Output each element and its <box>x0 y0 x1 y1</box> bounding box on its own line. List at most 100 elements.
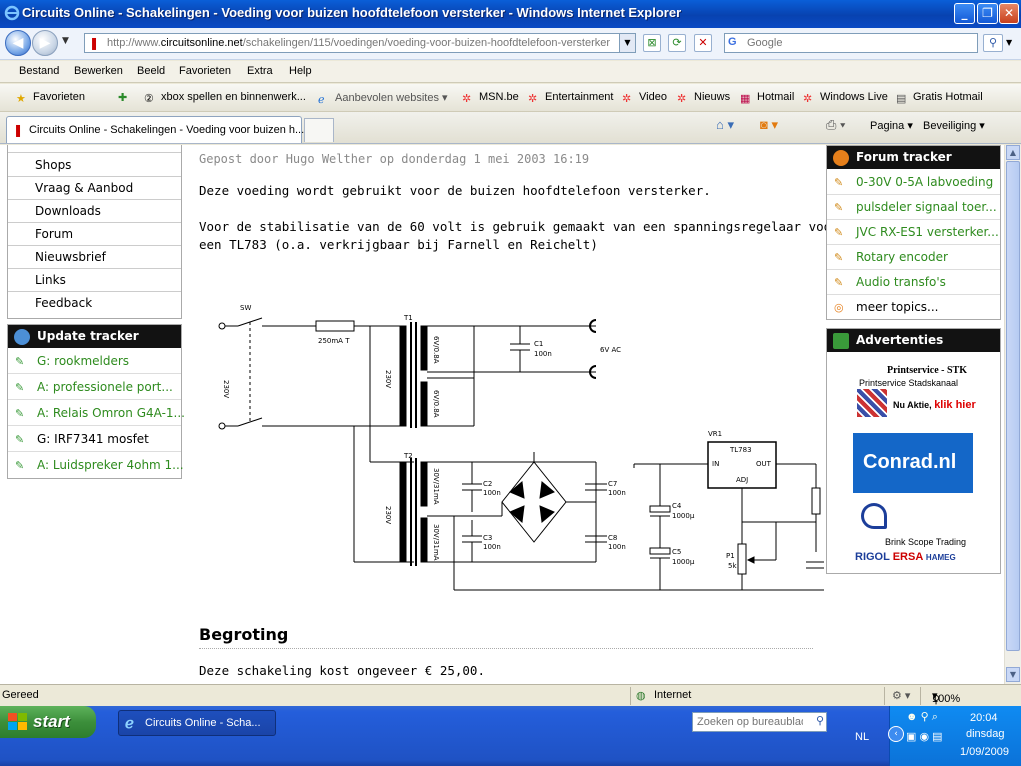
forum-item[interactable]: ✎Rotary encoder <box>827 245 1000 270</box>
menu-beeld[interactable]: Beeld <box>137 65 166 77</box>
nav-item-shops[interactable]: Shops <box>8 154 181 177</box>
favorites-button[interactable]: ★Favorieten <box>16 91 85 105</box>
close-button[interactable]: ✕ <box>999 3 1019 24</box>
label-c5-value: 1000µ <box>672 558 695 566</box>
ad-printservice-sub[interactable]: Printservice Stadskanaal <box>859 378 959 388</box>
scrollbar-thumb[interactable] <box>1006 161 1020 651</box>
rss-icon[interactable]: ◙ ▾ <box>760 117 778 132</box>
home-icon[interactable]: ⌂ ▾ <box>716 117 734 132</box>
zone-text: Internet <box>654 689 692 701</box>
search-options-icon[interactable]: ▼ <box>1006 38 1013 47</box>
forum-item[interactable]: ✎JVC RX-ES1 versterker... <box>827 220 1000 245</box>
update-item[interactable]: ✎A: Relais Omron G4A-1... <box>8 401 185 426</box>
fav-nieuws[interactable]: ✲Nieuws <box>677 91 731 105</box>
print-icon[interactable]: ⎙ ▾ <box>826 117 846 132</box>
menu-favorieten[interactable]: Favorieten <box>179 65 231 77</box>
security-menu[interactable]: Beveiliging ▾ <box>923 120 985 132</box>
label-c8-value: 100n <box>608 543 626 551</box>
tray-network-icon[interactable]: ▣ ◉ ▤ <box>906 731 943 743</box>
page-menu[interactable]: Pagina ▾ <box>870 120 913 132</box>
tray-expand-icon[interactable]: ‹ <box>888 726 904 742</box>
nav-item-forum[interactable]: Forum <box>8 223 181 246</box>
label-c1: C1 <box>534 340 543 348</box>
ad-conrad-banner[interactable]: Conrad.nl <box>853 433 973 493</box>
ad-printservice-title[interactable]: Printservice - STK <box>887 365 967 376</box>
label-sw: SW <box>240 304 251 312</box>
label-c8: C8 <box>608 534 617 542</box>
ad-brands[interactable]: RIGOL ERSA HAMEG <box>855 551 956 563</box>
status-text: Gereed <box>2 689 39 701</box>
add-favorite-icon[interactable]: ✚ <box>118 92 128 104</box>
forum-item[interactable]: ✎pulsdeler signaal toer... <box>827 195 1000 220</box>
ad-brink-logo-icon[interactable] <box>861 503 887 529</box>
ads-icon <box>833 333 849 349</box>
scroll-up-icon[interactable]: ▲ <box>1006 145 1020 160</box>
nav-item-feedback[interactable]: Feedback <box>8 292 181 315</box>
search-icon[interactable]: ⚲ <box>815 714 824 727</box>
forum-item[interactable]: ✎Audio transfo's <box>827 270 1000 295</box>
search-input[interactable] <box>745 35 973 51</box>
label-ac: 6V AC <box>600 346 621 354</box>
status-bar: Gereed ◍ Internet ⚙ ▾ ⚲ 100% ▾ <box>0 684 1021 706</box>
menu-bewerken[interactable]: Bewerken <box>74 65 123 77</box>
pencil-icon: ✎ <box>834 276 844 289</box>
vertical-scrollbar[interactable]: ▲ ▼ <box>1004 145 1021 684</box>
fav-hotmail[interactable]: ▦Hotmail <box>740 91 795 105</box>
pencil-icon: ✎ <box>834 176 844 189</box>
nav-item-links[interactable]: Links <box>8 269 181 292</box>
nav-item-nieuwsbrief[interactable]: Nieuwsbrief <box>8 246 181 269</box>
refresh-icon[interactable]: ⟳ <box>668 34 686 52</box>
scroll-down-icon[interactable]: ▼ <box>1006 667 1020 682</box>
fav-gratis-hotmail[interactable]: ▤Gratis Hotmail <box>896 91 983 105</box>
taskbar-item-ie[interactable]: ℯ Circuits Online - Scha... <box>118 710 276 736</box>
address-dropdown-icon[interactable]: ▼ <box>619 34 635 52</box>
ad-brink-text[interactable]: Brink Scope Trading <box>885 537 967 547</box>
update-item[interactable]: ✎G: IRF7341 mosfet <box>8 427 181 452</box>
update-item[interactable]: ✎A: professionele port... <box>8 375 181 400</box>
desktop-search-input[interactable] <box>695 714 805 730</box>
tag-icon: ✎ <box>15 433 25 446</box>
history-dropdown-icon[interactable]: ▼ <box>62 36 69 46</box>
ad-nu-aktie[interactable]: Nu Aktie, klik hier <box>893 399 976 411</box>
forum-item[interactable]: ✎0-30V 0-5A labvoeding <box>827 170 1000 195</box>
language-indicator[interactable]: NL <box>855 731 870 743</box>
new-tab-button[interactable] <box>304 118 334 142</box>
address-url[interactable]: http://www.circuitsonline.net/schakeling… <box>107 37 611 49</box>
nav-item-vraag-aanbod[interactable]: Vraag & Aanbod <box>8 177 181 200</box>
protected-mode-icon[interactable]: ⚙ ▾ <box>892 690 911 702</box>
tray-app-icon[interactable]: ☻ ⚲ ⌕ <box>906 711 938 723</box>
msn-icon: ✲ <box>677 93 687 105</box>
address-bar[interactable]: ❚ http://www.circuitsonline.net/schakeli… <box>84 33 636 53</box>
fav-video[interactable]: ✲Video <box>622 91 667 105</box>
update-item[interactable]: ✎A: Luidspreker 4ohm 1... <box>15 458 184 472</box>
maximize-button[interactable]: ❐ <box>977 3 998 24</box>
forum-more-link[interactable]: ◎meer topics... <box>834 300 939 314</box>
ad-printservice-logo-icon[interactable] <box>857 389 887 417</box>
nav-item-downloads[interactable]: Downloads <box>8 200 181 223</box>
tab-active[interactable]: ❚ Circuits Online - Schakelingen - Voedi… <box>6 116 304 143</box>
zoom-control[interactable]: ⚲ 100% ▾ <box>932 690 961 706</box>
minimize-button[interactable]: _ <box>954 3 975 24</box>
search-box[interactable]: G <box>724 33 978 53</box>
fav-windows-live[interactable]: ✲Windows Live <box>803 91 888 105</box>
forward-button[interactable]: ▶ <box>32 30 58 56</box>
compatibility-icon[interactable]: ⊠ <box>643 34 661 52</box>
fav-entertainment[interactable]: ✲Entertainment <box>528 91 614 105</box>
fav-msn[interactable]: ✲MSN.be <box>462 91 519 105</box>
clock-date: 1/09/2009 <box>960 746 1009 758</box>
globe-icon: ◍ <box>636 690 646 702</box>
label-in: IN <box>712 460 719 468</box>
update-item[interactable]: ✎G: rookmelders <box>8 349 181 374</box>
search-go-icon[interactable]: ⚲ <box>983 34 1003 52</box>
circuit-schematic: SW 250mA T 230V T1 230V 6V/0.8A 6V/0.8A … <box>218 304 824 591</box>
start-button[interactable]: start <box>0 706 96 738</box>
menu-bestand[interactable]: Bestand <box>19 65 60 77</box>
forum-tracker-panel: Forum tracker ✎0-30V 0-5A labvoeding ✎pu… <box>826 145 1001 320</box>
desktop-search[interactable]: ⚲ <box>692 712 827 732</box>
stop-icon[interactable]: ✕ <box>694 34 712 52</box>
menu-extra[interactable]: Extra <box>247 65 273 77</box>
back-button[interactable]: ◀ <box>5 30 31 56</box>
menu-help[interactable]: Help <box>289 65 312 77</box>
